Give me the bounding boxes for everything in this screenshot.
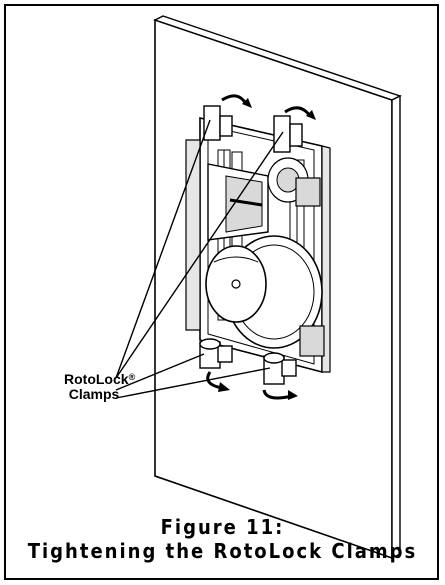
registered-mark: ® [128,372,136,382]
caption-title: Tightening the RotoLock Clamps [27,539,418,563]
callout-line2: Clamps [68,386,120,402]
bottom-rotolock-clamps [199,338,297,385]
side-clamp-blocks [295,177,325,357]
callout-name: RotoLock [64,371,129,387]
arrow-heads [218,98,316,400]
figure-caption: Figure 11: Tightening the RotoLock Clamp… [0,515,445,563]
woofer [205,235,323,349]
callout-leader-lines [115,119,284,399]
rotolock-clamps-callout: RotoLock® Clamps [64,372,135,402]
caption-figure-number: Figure 11: [160,515,285,539]
